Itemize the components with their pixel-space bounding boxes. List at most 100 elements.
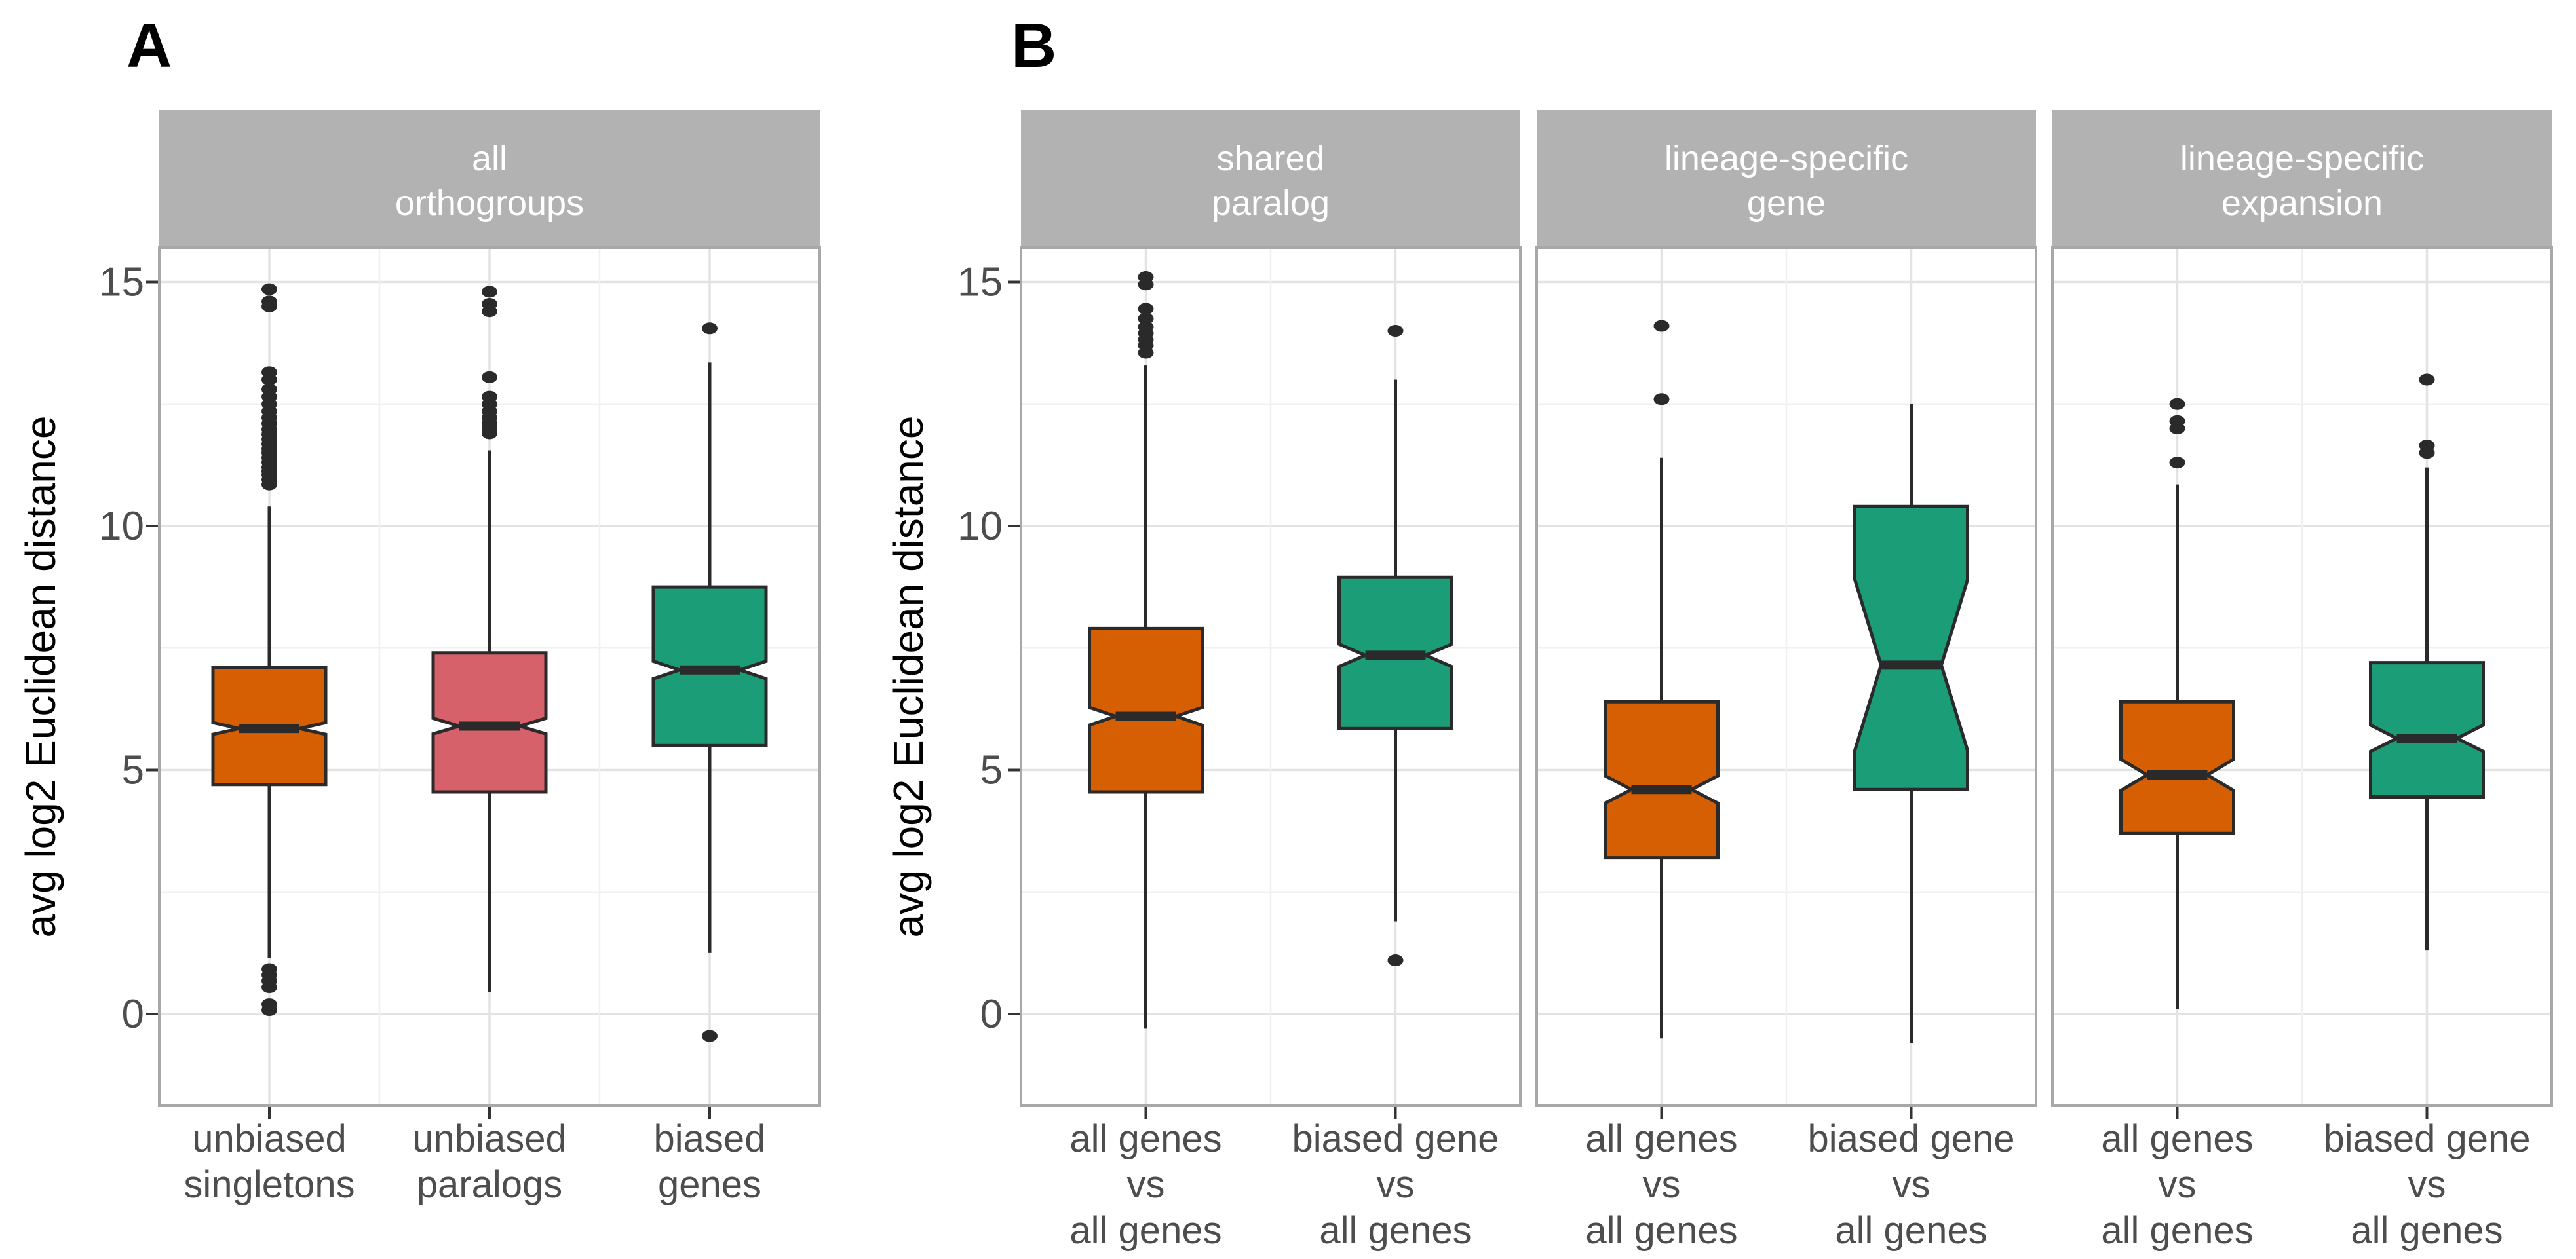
box-body — [2369, 661, 2485, 799]
outlier-dot — [1138, 271, 1154, 284]
y-tick-label: 0 — [980, 992, 1003, 1037]
y-tick-label: 5 — [122, 748, 144, 793]
y-tick-label: 10 — [99, 504, 144, 549]
facet-strip — [159, 110, 820, 248]
outlier-dot — [482, 371, 497, 383]
outlier-points — [2169, 398, 2185, 469]
outlier-dot — [1138, 321, 1154, 333]
outlier-points — [1387, 325, 1404, 967]
outlier-points — [1138, 271, 1154, 359]
facet: allorthogroupsunbiasedsingletonsunbiased… — [158, 110, 821, 1206]
outlier-dot — [1138, 312, 1154, 325]
box-body — [2119, 700, 2235, 835]
x-axis-label: vs — [1643, 1163, 1681, 1206]
x-axis-label: biased gene — [1292, 1118, 1499, 1160]
outlier-dot — [2169, 398, 2185, 410]
box-body — [1853, 504, 1969, 791]
x-axis-label: all genes — [1319, 1209, 1471, 1252]
outlier-dot — [261, 963, 277, 975]
outlier-dot — [2419, 373, 2435, 386]
outlier-dot — [702, 1030, 718, 1042]
x-axis-label: vs — [2408, 1163, 2446, 1206]
outlier-points — [482, 286, 497, 440]
outlier-points — [2419, 373, 2435, 459]
y-tick-label: 10 — [957, 504, 1003, 549]
outlier-points — [1653, 320, 1670, 405]
y-tick-label: 15 — [957, 260, 1003, 305]
facet-strip-label: expansion — [2221, 183, 2383, 223]
boxplot-box — [1604, 320, 1720, 1039]
facet-strip — [2052, 110, 2552, 248]
x-axis-label: vs — [2159, 1163, 2197, 1206]
facet-strip-label: lineage-specific — [2180, 139, 2424, 178]
outlier-dot — [482, 286, 497, 298]
x-axis-label: vs — [1893, 1163, 1931, 1206]
facet-strip-label: gene — [1747, 183, 1826, 223]
x-axis-label: all genes — [2101, 1209, 2253, 1252]
facet-strip — [1021, 110, 1520, 248]
facet-strip-label: shared — [1216, 139, 1324, 178]
x-axis-label: vs — [1127, 1163, 1165, 1206]
x-axis-label: paralogs — [417, 1163, 562, 1206]
boxplot-box — [211, 283, 328, 1017]
boxplot-box — [431, 286, 548, 992]
outlier-dot — [702, 322, 718, 335]
x-axis-label: all genes — [1069, 1209, 1221, 1252]
y-axis-title: avg log2 Euclidean distance — [885, 416, 932, 938]
panel-border — [158, 246, 821, 1107]
y-tick-label: 15 — [99, 260, 144, 305]
boxplot-box — [2369, 373, 2485, 951]
outlier-dot — [2419, 440, 2435, 452]
outlier-dot — [1387, 325, 1404, 337]
x-axis-label: biased gene — [1807, 1118, 2014, 1160]
outlier-dot — [1138, 303, 1154, 315]
outlier-dot — [482, 390, 497, 403]
outlier-dot — [2169, 457, 2185, 469]
x-axis-label: biased gene — [2323, 1118, 2530, 1160]
outlier-points — [261, 283, 277, 1017]
boxplot-box — [651, 322, 768, 1042]
panel-letter: A — [126, 10, 172, 81]
outlier-dot — [2169, 415, 2185, 427]
panel-letter: B — [1011, 10, 1056, 81]
outlier-dot — [261, 283, 277, 295]
panel-border — [1535, 246, 2037, 1107]
panel-border — [2051, 246, 2553, 1107]
boxplot-box — [1853, 404, 1969, 1043]
panel-border — [1020, 246, 1522, 1107]
boxplot-box — [2119, 398, 2235, 1009]
facet-strip-label: paralog — [1212, 183, 1330, 223]
x-axis-label: all genes — [1585, 1209, 1737, 1252]
outlier-dot — [1653, 393, 1670, 405]
outlier-points — [702, 322, 718, 1042]
boxplot-box — [1088, 271, 1204, 1029]
y-tick-label: 5 — [980, 748, 1003, 793]
outlier-dot — [1653, 320, 1670, 332]
box-body — [1088, 626, 1204, 794]
outlier-dot — [261, 383, 277, 396]
facet-strip-label: lineage-specific — [1664, 139, 1908, 178]
x-axis-label: all genes — [1835, 1209, 1987, 1252]
y-axis-title: avg log2 Euclidean distance — [17, 416, 64, 938]
x-axis-label: all genes — [2101, 1118, 2253, 1160]
x-axis-label: unbiased — [412, 1118, 566, 1160]
outlier-dot — [482, 298, 497, 310]
outlier-dot — [261, 295, 277, 308]
facet-strip-label: orthogroups — [395, 183, 584, 223]
facet-strip — [1537, 110, 2036, 248]
x-axis-label: all genes — [1069, 1118, 1221, 1160]
facet-strip-label: all — [472, 139, 507, 178]
y-tick-label: 0 — [122, 992, 144, 1037]
x-axis-label: unbiased — [192, 1118, 346, 1160]
x-axis-label: all genes — [1585, 1118, 1737, 1160]
boxplot-box — [1337, 325, 1453, 967]
outlier-dot — [261, 366, 277, 379]
x-axis-label: genes — [658, 1163, 761, 1206]
box-body — [1604, 700, 1720, 860]
